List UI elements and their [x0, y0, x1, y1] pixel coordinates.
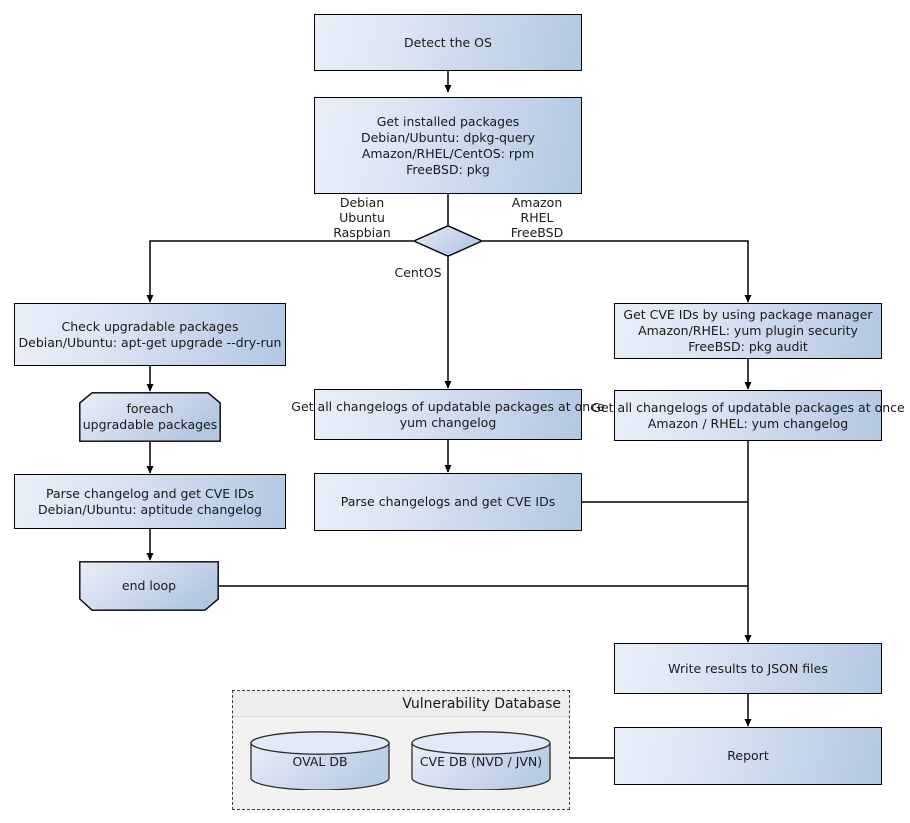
- node-foreach-upgradable-packages[interactable]: foreach upgradable packages: [79, 392, 221, 442]
- node-parse-changelog-debian[interactable]: Parse changelog and get CVE IDs Debian/U…: [14, 474, 286, 529]
- node-get-cve-package-manager[interactable]: Get CVE IDs by using package manager Ama…: [614, 303, 882, 359]
- db-cylinder-oval[interactable]: OVAL DB: [250, 731, 390, 790]
- node-os-decision[interactable]: [412, 225, 484, 257]
- node-check-upgradable-line2: Debian/Ubuntu: apt-get upgrade --dry-run: [18, 334, 282, 350]
- node-get-changelogs-centos[interactable]: Get all changelogs of updatable packages…: [291, 389, 605, 440]
- node-get-cve-package-manager-line2: Amazon/RHEL: yum plugin security: [638, 323, 858, 338]
- node-foreach-line1: foreach: [126, 401, 174, 416]
- node-detect-os-label: Detect the OS: [404, 34, 492, 50]
- node-detect-os[interactable]: Detect the OS: [314, 14, 582, 71]
- node-get-installed-packages-line1: Get installed packages: [376, 113, 520, 129]
- node-foreach-line2: upgradable packages: [82, 417, 218, 432]
- node-get-changelogs-centos-line1: Get all changelogs of updatable packages…: [291, 398, 605, 414]
- db-cylinder-oval-label: OVAL DB: [292, 753, 348, 769]
- node-write-results-json[interactable]: Write results to JSON files: [614, 643, 882, 694]
- db-cylinder-cve-label: CVE DB (NVD / JVN): [419, 753, 543, 769]
- node-end-loop-label-wrap: end loop: [79, 561, 219, 611]
- node-write-results-json-label: Write results to JSON files: [668, 660, 828, 676]
- edge-label-branch-center: CentOS: [394, 265, 442, 280]
- node-get-installed-packages[interactable]: Get installed packages Debian/Ubuntu: dp…: [314, 97, 582, 194]
- node-parse-changelogs-centos[interactable]: Parse changelogs and get CVE IDs: [314, 473, 582, 531]
- node-get-cve-package-manager-line1: Get CVE IDs by using package manager: [623, 307, 873, 322]
- node-get-cve-package-manager-line3: FreeBSD: pkg audit: [688, 339, 808, 354]
- node-report[interactable]: Report: [614, 727, 882, 785]
- edge-label-branch-right: Amazon RHEL FreeBSD: [510, 195, 564, 240]
- node-end-loop[interactable]: end loop: [79, 561, 219, 611]
- node-get-changelogs-rhel[interactable]: Get all changelogs of updatable packages…: [591, 390, 905, 441]
- node-end-loop-label: end loop: [121, 578, 177, 593]
- node-parse-changelog-debian-line2: Debian/Ubuntu: aptitude changelog: [38, 501, 262, 517]
- node-get-installed-packages-line4: FreeBSD: pkg: [406, 161, 490, 177]
- node-get-changelogs-rhel-line1: Get all changelogs of updatable packages…: [591, 399, 905, 415]
- node-parse-changelogs-centos-label: Parse changelogs and get CVE IDs: [340, 494, 556, 509]
- node-foreach-label-wrap: foreach upgradable packages: [79, 392, 221, 442]
- db-cylinder-cve[interactable]: CVE DB (NVD / JVN): [411, 731, 551, 790]
- node-check-upgradable-packages[interactable]: Check upgradable packages Debian/Ubuntu:…: [14, 303, 286, 366]
- edge-label-branch-left: Debian Ubuntu Raspbian: [333, 195, 391, 240]
- node-check-upgradable-line1: Check upgradable packages: [61, 318, 239, 334]
- node-get-installed-packages-line3: Amazon/RHEL/CentOS: rpm: [361, 145, 535, 161]
- node-report-label: Report: [727, 748, 769, 763]
- node-get-installed-packages-line2: Debian/Ubuntu: dpkg-query: [360, 129, 536, 145]
- node-parse-changelog-debian-line1: Parse changelog and get CVE IDs: [46, 485, 254, 501]
- group-vulnerability-database-title: Vulnerability Database: [233, 691, 569, 717]
- node-get-changelogs-centos-line2: yum changelog: [399, 414, 497, 430]
- node-get-changelogs-rhel-line2: Amazon / RHEL: yum changelog: [647, 415, 849, 431]
